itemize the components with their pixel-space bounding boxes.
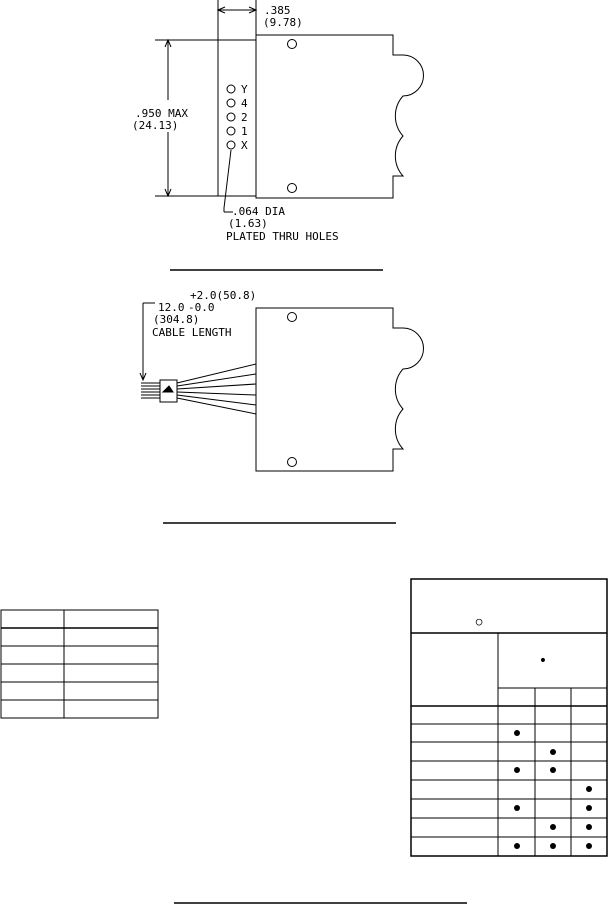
mounting-hole <box>287 183 297 193</box>
sequence-dot <box>514 730 520 736</box>
cable-connector <box>159 379 178 403</box>
sequence-dot <box>550 824 556 830</box>
hole-dia-mm: (1.63) <box>228 217 268 230</box>
mounting-hole <box>287 457 297 467</box>
sequence-dot <box>550 749 556 755</box>
mounting-hole <box>287 39 297 49</box>
hole-note: PLATED THRU HOLES <box>226 230 339 243</box>
sequence-dot <box>514 767 520 773</box>
sequence-dot <box>586 805 592 811</box>
mounting-hole <box>287 312 297 322</box>
pin-label: 2 <box>241 111 248 124</box>
cable-tol-plus: +2.0(50.8) <box>190 289 256 302</box>
connector-key <box>161 385 174 393</box>
pin-label: 1 <box>241 125 248 138</box>
sequence-dot <box>586 824 592 830</box>
top-view <box>155 0 424 213</box>
pin-label: 4 <box>241 97 248 110</box>
motor-body-outline <box>255 34 424 199</box>
pin-table <box>0 609 159 719</box>
cable-tol-minus: -0.0 <box>188 301 215 314</box>
cable-length-label: CABLE LENGTH <box>152 326 231 339</box>
hole-dia-in: .064 DIA <box>232 205 285 218</box>
pin-hole <box>226 140 236 150</box>
top-view-labels: Y 4 2 1 X .385 (9.78) .950 MAX (24.13) .… <box>132 4 339 243</box>
motor-body-outline <box>255 307 424 472</box>
sequence-dots <box>514 730 592 849</box>
sequence-dot <box>514 805 520 811</box>
pin-hole <box>226 126 236 136</box>
pin-hole <box>226 84 236 94</box>
group-marker: • <box>539 653 547 669</box>
dim-height-mm: (24.13) <box>132 119 178 132</box>
header-marker: ○ <box>476 615 483 628</box>
cable-length-in: 12.0 <box>158 301 185 314</box>
sequence-dot <box>586 786 592 792</box>
connector-flange <box>217 39 257 197</box>
dim-width-in: .385 <box>264 4 291 17</box>
sequence-table <box>410 578 608 857</box>
sequence-dot <box>586 843 592 849</box>
pin-label: X <box>241 139 248 152</box>
cable-view-labels: +2.0(50.8) 12.0 -0.0 (304.8) CABLE LENGT… <box>152 289 256 339</box>
pin-hole <box>226 112 236 122</box>
cable-length-mm: (304.8) <box>153 313 199 326</box>
dim-width-mm: (9.78) <box>263 16 303 29</box>
sequence-dot <box>514 843 520 849</box>
sequence-dot <box>550 767 556 773</box>
pin-hole <box>226 98 236 108</box>
cable-view <box>139 302 424 472</box>
dim-height-in: .950 MAX <box>135 107 188 120</box>
pin-label: Y <box>241 83 248 96</box>
sequence-dot <box>550 843 556 849</box>
